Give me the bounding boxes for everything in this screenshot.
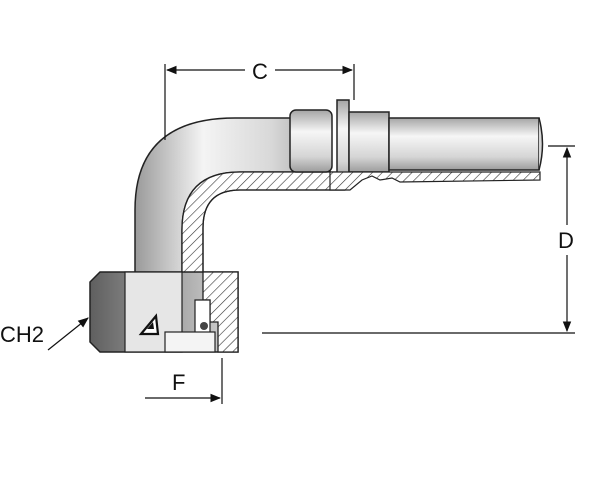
insert-ring xyxy=(336,99,350,183)
tail-section-hatch xyxy=(329,171,541,191)
ch2-label: CH2 xyxy=(0,322,44,347)
insert-shoulder xyxy=(348,111,390,173)
dim-f-label: F xyxy=(172,370,185,395)
triangle-logo-icon xyxy=(138,313,160,336)
insert-collar xyxy=(289,109,333,173)
dim-d-label: D xyxy=(558,228,574,253)
elbow-bore xyxy=(202,189,345,300)
o-ring xyxy=(200,322,208,330)
ch2-leader xyxy=(47,317,89,351)
insert-ribbed-tail xyxy=(388,117,540,171)
sealing-face xyxy=(164,331,216,353)
dim-c-label: C xyxy=(252,59,268,84)
insert-tail-end xyxy=(538,117,544,171)
